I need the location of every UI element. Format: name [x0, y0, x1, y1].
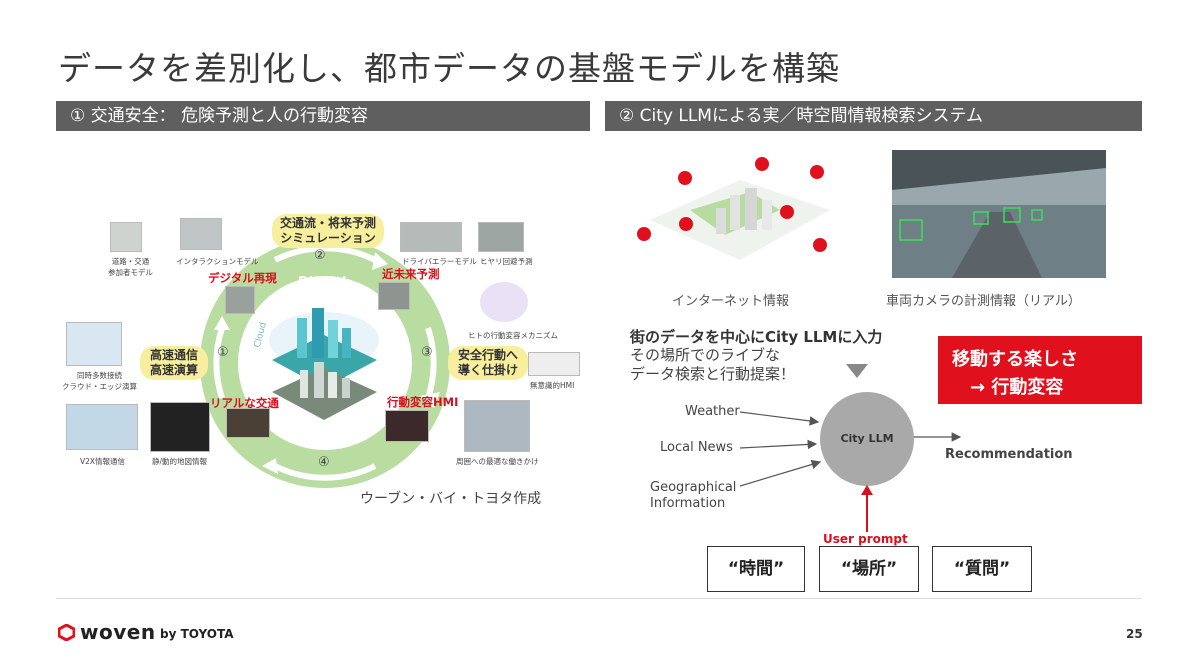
- slide-title: データを差別化し、都市データの基盤モデルを構築: [58, 49, 840, 88]
- query-question: “質問”: [932, 546, 1032, 592]
- road-model-thumb: [110, 222, 142, 252]
- best-nudge-thumb: [464, 400, 530, 452]
- avoid-pred-caption: ヒヤリ回避予測: [480, 257, 533, 266]
- recommendation-output: Recommendation: [945, 447, 1073, 462]
- woven-logo-text: woven: [80, 620, 156, 644]
- avoid-pred-thumb: [478, 222, 524, 252]
- query-time: “時間”: [707, 546, 805, 592]
- down-arrow-icon: [846, 364, 868, 378]
- user-prompt-arrow-icon: [861, 485, 873, 495]
- camera-caption: 車両カメラの計測情報（リアル）: [886, 294, 1081, 309]
- near-future-thumb: [378, 282, 410, 310]
- internet-caption: インターネット情報: [672, 294, 790, 309]
- real-traffic-label: リアルな交通: [210, 396, 279, 410]
- unconscious-hmi-caption: 無意識的HMI: [530, 381, 575, 390]
- user-prompt-label: User prompt: [823, 532, 908, 546]
- input-subtitle: その場所でのライブな データ検索と行動提案！: [630, 346, 796, 383]
- near-future-label: 近未来予測: [382, 267, 440, 281]
- comm-label: 高速通信 高速演算: [140, 346, 208, 380]
- real-traffic-thumb: [226, 408, 270, 438]
- query-place: “場所”: [819, 546, 919, 592]
- digital-twin-thumb: [225, 286, 255, 314]
- cycle-arrows-icon: [213, 245, 440, 481]
- user-prompt-arrow-line: [866, 492, 868, 532]
- behavior-hmi-label: 行動変容HMI: [387, 395, 459, 409]
- simulation-label: 交通流・将来予測 シミュレーション: [272, 214, 384, 248]
- input-weather: Weather: [685, 404, 740, 419]
- mechanism-icon: [480, 282, 528, 322]
- flow-arrows-icon: [740, 411, 962, 487]
- left-section-header: ① 交通安全： 危険予測と人の行動変容: [56, 101, 590, 131]
- input-local-news: Local News: [660, 440, 733, 455]
- multi-conn-caption: 同時多数接続 クラウド・エッジ演算: [62, 371, 137, 391]
- behavior-hmi-thumb: [385, 410, 429, 442]
- safe-action-label: 安全行動へ 導く仕掛け: [448, 346, 528, 380]
- road-model-caption: 道路・交通 参加者モデル: [108, 257, 153, 277]
- driver-error-thumb: [400, 222, 462, 252]
- step-1: ①: [217, 345, 229, 360]
- unconscious-hmi-thumb: [528, 352, 580, 376]
- reality-label: Reality: [302, 432, 354, 447]
- mechanism-caption: ヒトの行動変容メカニズム: [468, 331, 558, 340]
- map-info-caption: 静/動的地図情報: [152, 457, 208, 466]
- city-illustration: [262, 300, 387, 425]
- right-section-header: ② City LLMによる実／時空間情報検索システム: [605, 101, 1142, 131]
- digital-label: Digital: [298, 275, 347, 290]
- network-thumb: [66, 322, 122, 366]
- footer-divider: [56, 598, 1142, 599]
- city-llm-node: City LLM: [820, 392, 914, 486]
- highlight-box: 移動する楽しさ → 行動変容: [938, 336, 1142, 404]
- v2x-caption: V2X情報通信: [80, 457, 126, 466]
- input-geo: Geographical Information: [650, 480, 737, 511]
- v2x-thumb: [66, 404, 138, 450]
- credit-caption: ウーブン・バイ・トヨタ作成: [360, 491, 542, 507]
- driver-error-caption: ドライバエラーモデル: [402, 257, 477, 266]
- by-toyota-text: by TOYOTA: [160, 627, 234, 641]
- internet-map-illustration: [630, 150, 840, 280]
- traffic-safety-diagram: Cloud Digital Reality ② ③ ④ ① 交通流・将来予測 シ…: [0, 0, 600, 600]
- interaction-model-thumb: [180, 218, 222, 250]
- step-3: ③: [421, 345, 433, 360]
- page-number: 25: [1126, 627, 1143, 641]
- step-4: ④: [318, 455, 330, 470]
- map-info-thumb: [150, 402, 210, 452]
- step-2: ②: [314, 248, 326, 263]
- input-title: 街のデータを中心にCity LLMに入力: [630, 328, 883, 346]
- woven-logo-icon: [57, 623, 76, 642]
- digital-twin-label: デジタル再現: [208, 271, 277, 285]
- best-nudge-caption: 周囲への最適な働きかけ: [456, 457, 539, 466]
- vehicle-camera-image: [892, 150, 1106, 278]
- interaction-model-caption: インタラクションモデル: [176, 257, 259, 266]
